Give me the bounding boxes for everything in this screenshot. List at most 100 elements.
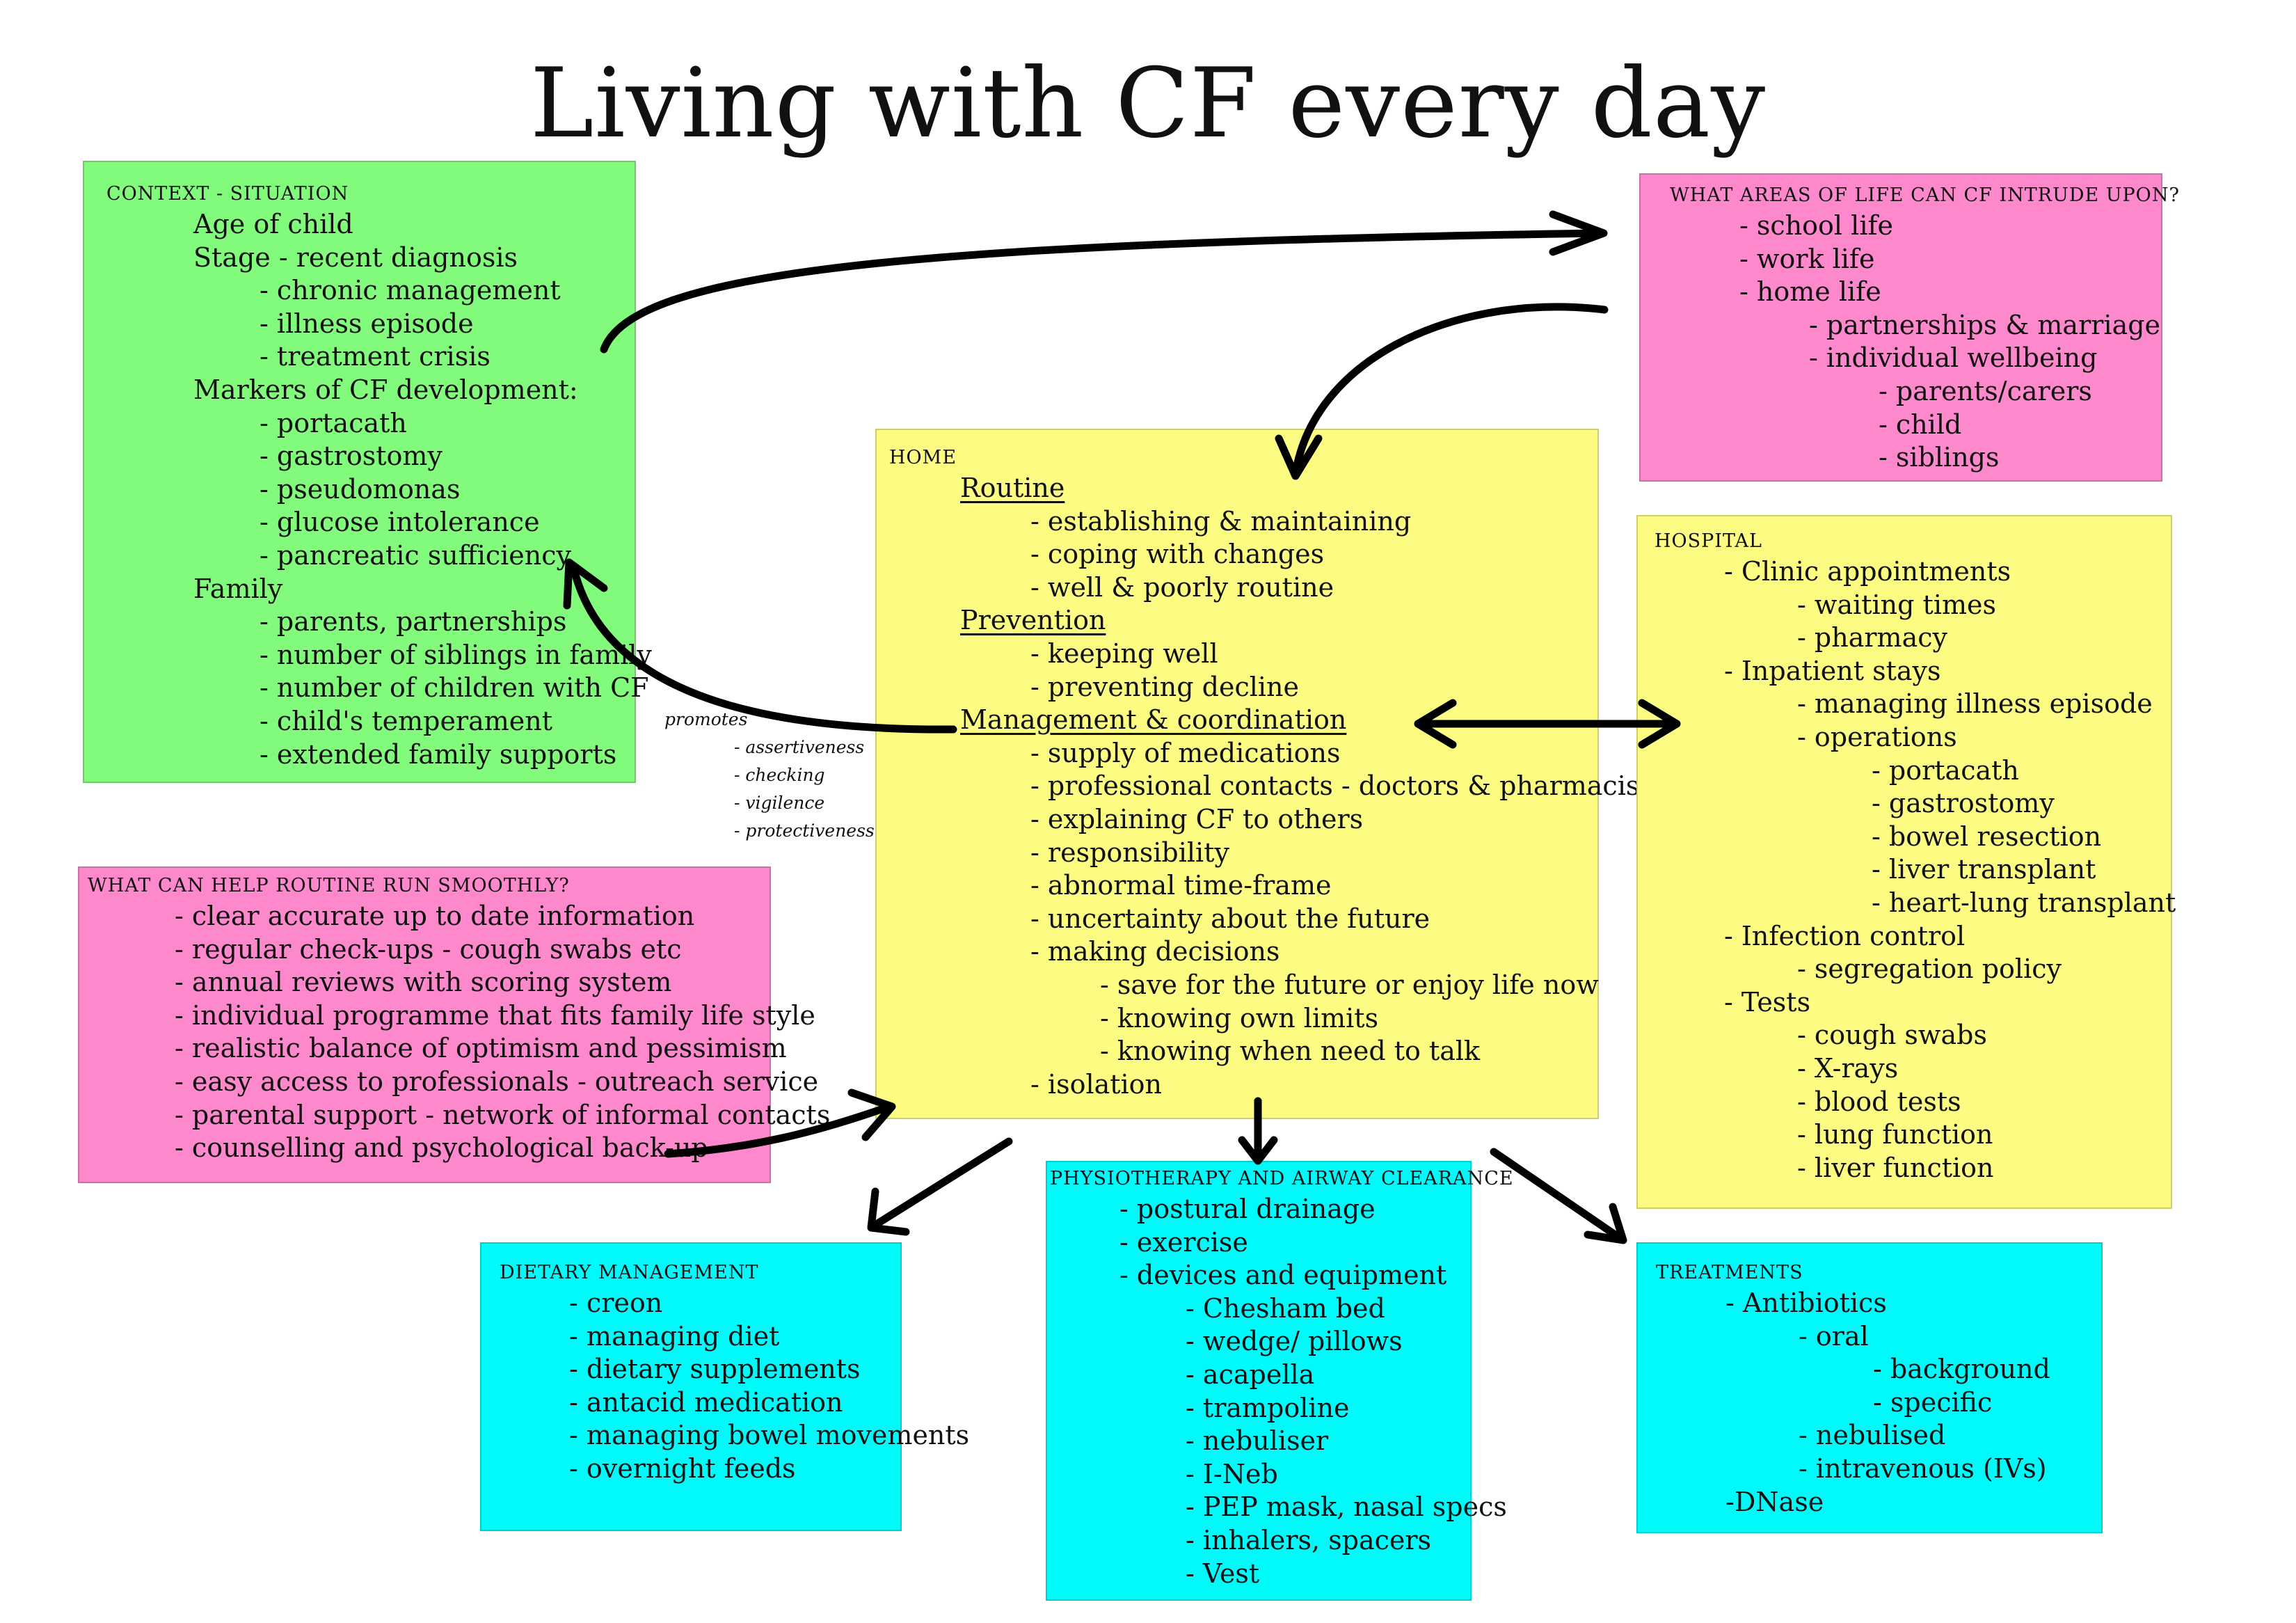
home-item: - explaining CF to others <box>1030 803 1364 834</box>
physio-item: - Vest <box>1186 1558 1260 1589</box>
arrowhead-context-to-areas <box>1549 210 1608 256</box>
dietary-heading: Dietary management <box>500 1262 759 1283</box>
hospital-item: - bowel resection <box>1872 821 2102 852</box>
hospital-item: - waiting times <box>1797 589 1997 620</box>
context-item: Stage - recent diagnosis <box>193 242 518 273</box>
hospital-item: - liver transplant <box>1872 854 2096 885</box>
dietary-item: - antacid medication <box>569 1386 843 1418</box>
treatments-item: - oral <box>1799 1320 1869 1352</box>
dietary-item: - managing bowel movements <box>569 1420 970 1451</box>
hospital-item: - operations <box>1797 721 1957 752</box>
context-item: - parents, partnerships <box>260 606 567 638</box>
hospital-item: - Tests <box>1724 986 1811 1018</box>
treatments-item: - specific <box>1873 1386 1993 1418</box>
hospital-item: - managing illness episode <box>1797 688 2153 720</box>
context-heading: Context - Situation <box>106 183 349 205</box>
physiotherapy-box: Physiotherapy and airway clearance - pos… <box>1046 1161 1514 1601</box>
smooth-item: - counselling and psychological back-up <box>175 1132 708 1164</box>
home-item: - abnormal time-frame <box>1030 870 1332 901</box>
hospital-item: - cough swabs <box>1797 1020 1987 1051</box>
context-item: - gastrostomy <box>260 441 443 472</box>
smooth-item: - realistic balance of optimism and pess… <box>175 1033 787 1064</box>
physio-item: - Chesham bed <box>1186 1292 1385 1324</box>
areas-item: - siblings <box>1879 442 2000 473</box>
physio-item: - I-Neb <box>1186 1458 1278 1489</box>
hospital-item: - segregation policy <box>1797 953 2062 985</box>
areas-item: - school life <box>1739 210 1894 241</box>
context-item: - child's temperament <box>260 705 553 736</box>
arrowhead-home-to-dietary <box>867 1187 910 1236</box>
areas-item: - work life <box>1739 243 1875 274</box>
hospital-item: - Infection control <box>1724 920 1966 951</box>
physio-item: - devices and equipment <box>1119 1260 1447 1291</box>
home-section-routine: Routine <box>960 473 1065 503</box>
smooth-item: - clear accurate up to date information <box>175 901 695 931</box>
hospital-item: - heart-lung transplant <box>1872 887 2176 918</box>
physio-item: - nebuliser <box>1186 1425 1329 1457</box>
context-item: - extended family supports <box>260 738 617 770</box>
home-item: - isolation <box>1030 1068 1163 1100</box>
context-item: - number of children with CF <box>260 672 649 704</box>
home-heading: Home <box>889 447 957 468</box>
treatments-heading: Treatments <box>1656 1262 1803 1283</box>
dietary-item: - creon <box>569 1288 663 1318</box>
hospital-item: - liver function <box>1797 1152 1994 1183</box>
hospital-item: - gastrostomy <box>1872 788 2055 819</box>
home-section-prevention: Prevention <box>960 605 1106 636</box>
hospital-item: - blood tests <box>1797 1086 1961 1117</box>
home-item: - supply of medications <box>1030 737 1341 768</box>
physio-item: - PEP mask, nasal specs <box>1186 1491 1507 1523</box>
arrowhead-home-to-physio <box>1238 1136 1278 1165</box>
page-title: Living with CF every day <box>529 47 1767 159</box>
context-item: - chronic management <box>260 275 561 306</box>
arrowhead-home-to-treatments <box>1584 1203 1627 1244</box>
physio-heading: Physiotherapy and airway clearance <box>1050 1168 1514 1189</box>
smooth-item: - annual reviews with scoring system <box>175 967 672 998</box>
context-item: - illness episode <box>260 308 474 339</box>
dietary-management-box: Dietary management - creon - managing di… <box>480 1242 970 1531</box>
physio-item: - postural drainage <box>1119 1194 1376 1224</box>
home-item: - responsibility <box>1030 837 1229 868</box>
treatments-item: - Antibiotics <box>1725 1288 1887 1318</box>
context-item: - number of siblings in family <box>260 639 652 670</box>
home-item: - keeping well <box>1030 638 1218 669</box>
physio-item: - exercise <box>1119 1226 1248 1258</box>
areas-item: - partnerships & marriage <box>1809 309 2161 340</box>
smooth-heading: What can help routine run smoothly? <box>88 875 570 896</box>
areas-item: - parents/carers <box>1879 375 2092 406</box>
smooth-item: - regular check-ups - cough swabs etc <box>175 933 682 965</box>
physio-item: - acapella <box>1186 1359 1315 1390</box>
context-item: - treatment crisis <box>260 341 491 372</box>
promotes-item: - vigilence <box>734 793 825 813</box>
physio-item: - inhalers, spacers <box>1186 1524 1432 1555</box>
areas-item: - individual wellbeing <box>1809 342 2098 374</box>
areas-heading: What areas of life can CF intrude upon? <box>1670 184 2180 206</box>
home-item: - establishing & maintaining <box>1030 505 1412 537</box>
home-item: - making decisions <box>1030 936 1280 967</box>
context-item: Markers of CF development: <box>193 374 578 405</box>
physio-item: - wedge/ pillows <box>1186 1326 1403 1357</box>
home-item: - coping with changes <box>1030 539 1325 570</box>
areas-of-life-box: What areas of life can CF intrude upon? … <box>1639 173 2180 482</box>
context-item: - pancreatic sufficiency <box>260 539 572 571</box>
arrow-context-to-areas <box>600 229 1604 354</box>
context-item: Age of child <box>193 209 353 239</box>
promotes-item: - assertiveness <box>734 737 865 757</box>
hospital-box: Hospital - Clinic appointments - waiting… <box>1636 515 2176 1209</box>
home-item: - knowing when need to talk <box>1100 1036 1481 1067</box>
hospital-heading: Hospital <box>1655 530 1762 552</box>
promotes-label: promotes <box>664 709 748 729</box>
treatments-item: - intravenous (IVs) <box>1799 1452 2047 1484</box>
treatments-item: - background <box>1873 1354 2050 1385</box>
home-item: - uncertainty about the future <box>1030 903 1430 934</box>
context-item: - portacath <box>260 407 407 438</box>
hospital-item: - portacath <box>1872 754 2019 786</box>
home-item: - well & poorly routine <box>1030 571 1334 603</box>
treatments-box: Treatments - Antibiotics - oral - backgr… <box>1636 1242 2103 1533</box>
home-item: - professional contacts - doctors & phar… <box>1030 770 1664 802</box>
arrow-home-to-dietary <box>871 1137 1013 1229</box>
areas-item: - child <box>1879 409 1962 440</box>
promotes-item: - checking <box>734 765 825 785</box>
treatments-item: - nebulised <box>1799 1420 1946 1451</box>
physio-item: - trampoline <box>1186 1392 1350 1423</box>
